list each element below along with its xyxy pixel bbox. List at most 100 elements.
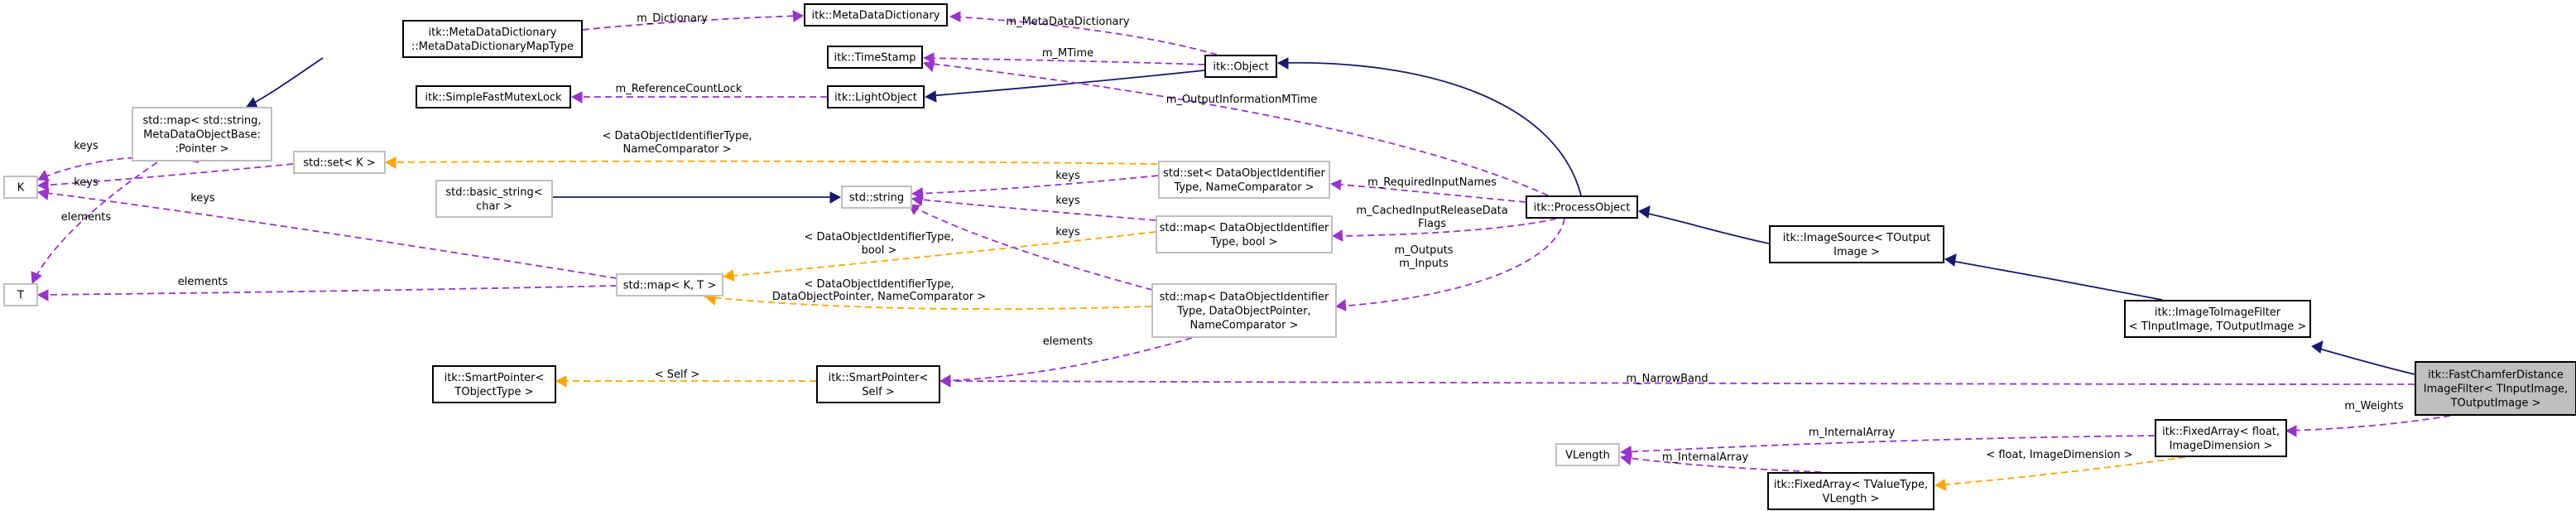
class-name-line: std::set< K > (303, 157, 375, 170)
class-node-fixedtv[interactable]: itk::FixedArray< TValueType,VLength > (1767, 472, 1934, 510)
edge-line (1337, 218, 1565, 307)
edge-K-setK: keys (36, 163, 294, 191)
class-box (804, 3, 948, 27)
class-node-mapdoibool[interactable]: std::map< DataObjectIdentifierType, bool… (1156, 215, 1333, 253)
class-node-setk[interactable]: std::set< K > (293, 151, 386, 174)
edge-line (387, 160, 1158, 165)
class-node-imgsrc[interactable]: itk::ImageSource< TOutputImage > (1769, 225, 1944, 263)
class-name-line: TObjectType > (454, 386, 533, 398)
class-box (3, 283, 38, 306)
edge-arrowhead (1638, 205, 1651, 219)
class-box (2155, 419, 2287, 457)
class-node-basicstring[interactable]: std::basic_string<char > (435, 180, 553, 218)
edge-str-mapptr: keys (908, 204, 1153, 291)
class-node-setdoi[interactable]: std::set< DataObjectIdentifierType, Name… (1158, 161, 1330, 199)
class-node-k[interactable]: K (3, 176, 38, 199)
edge-procobj-imgsrc (1638, 205, 1770, 244)
class-name-line: T (17, 290, 24, 302)
edge-mutex-lightobj: m_ReferenceCountLock (570, 83, 827, 104)
edges-layer: m_MetaDataDictionarym_Dictionarym_MTimem… (31, 10, 2451, 491)
edge-line (703, 296, 1152, 311)
edge-line (1640, 211, 1770, 244)
edge-fixedfloat-focus: m_Weights (2285, 400, 2451, 437)
edge-label: < DataObjectIdentifierType, (805, 278, 954, 291)
class-node-mapkt[interactable]: std::map< K, T > (616, 273, 723, 296)
edge-label: keys (74, 140, 99, 152)
class-node-smartptrself[interactable]: itk::SmartPointer<Self > (816, 365, 940, 403)
class-node-vlength[interactable]: VLength (1555, 443, 1620, 466)
edge-T-mapKT: elements (36, 276, 618, 301)
class-box (827, 46, 923, 69)
class-name-line: itk::TimeStamp (834, 52, 916, 65)
edge-label: m_CachedInputReleaseData (1356, 205, 1507, 217)
edge-arrowhead (31, 271, 42, 284)
class-node-img2img[interactable]: itk::ImageToImageFilter< TInputImage, TO… (2124, 300, 2311, 338)
class-box (416, 85, 571, 108)
class-name-line: itk::ImageSource< TOutput (1783, 232, 1930, 244)
edge-line (724, 231, 1156, 277)
class-node-smartptrt[interactable]: itk::SmartPointer<TObjectType > (432, 365, 556, 403)
class-box (2124, 300, 2311, 338)
class-box (1156, 215, 1333, 253)
class-box (616, 273, 723, 296)
class-name-line: < TInputImage, TOutputImage > (2129, 321, 2306, 333)
edge-fixedTV-fixedfloat: < float, ImageDimension > (1934, 449, 2186, 491)
class-box (1151, 283, 1337, 338)
class-box (816, 365, 940, 403)
class-node-stdmap_mdo[interactable]: std::map< std::string,MetaDataObjectBase… (132, 107, 272, 161)
class-node-mddmap[interactable]: itk::MetaDataDictionary::MetaDataDiction… (402, 20, 583, 58)
edge-line (1936, 456, 2186, 486)
class-box (827, 85, 925, 108)
class-node-t[interactable]: T (3, 283, 38, 306)
edge-arrowhead (911, 194, 924, 206)
edge-arrowhead (939, 375, 951, 388)
class-name-line: std::basic_string< (445, 186, 542, 199)
edge-arrowhead (555, 375, 567, 388)
edge-line (248, 57, 324, 107)
edge-arrowhead (36, 289, 49, 301)
class-node-mdd[interactable]: itk::MetaDataDictionary (804, 3, 948, 27)
edge-label: m_Weights (2344, 400, 2403, 412)
edge-setK-setDOI: < DataObjectIdentifierType,NameComparato… (384, 130, 1158, 169)
class-node-stdstring[interactable]: std::string (841, 186, 912, 209)
edge-line (913, 198, 1156, 221)
class-node-fixedfloat[interactable]: itk::FixedArray< float,ImageDimension > (2155, 419, 2287, 457)
class-node-timestamp[interactable]: itk::TimeStamp (827, 46, 923, 69)
class-name-line: itk::LightObject (834, 92, 917, 104)
edge-smartSelf-mapptr: elements (939, 335, 1193, 387)
edge-line (2313, 346, 2415, 375)
edge-label: m_InternalArray (1809, 427, 1896, 439)
edge-arrowhead (36, 179, 49, 191)
class-box (1204, 55, 1277, 78)
edge-label: m_NarrowBand (1627, 373, 1709, 385)
class-name-line: std::map< DataObjectIdentifier (1160, 292, 1329, 304)
edge-setDOI-procobj: m_RequiredInputNames (1329, 176, 1526, 203)
edge-line (2287, 415, 2451, 431)
edge-label: keys (1055, 195, 1080, 207)
class-box (1767, 472, 1934, 510)
edge-arrowhead (36, 188, 50, 200)
class-name-line: itk::MetaDataDictionary (429, 27, 557, 39)
class-name-line: char > (476, 200, 512, 213)
edge-arrowhead (722, 269, 735, 282)
edge-line (39, 285, 618, 296)
edge-line (926, 70, 1205, 97)
edge-img2img-focus (2311, 340, 2415, 375)
edge-label: m_MTime (1042, 47, 1093, 60)
edge-smartSelf-focus: m_NarrowBand (939, 373, 2415, 388)
edge-label: m_Inputs (1399, 258, 1449, 270)
class-node-lightobj[interactable]: itk::LightObject (827, 85, 925, 108)
edge-timestamp-object: m_MTime (922, 47, 1205, 65)
class-node-procobj[interactable]: itk::ProcessObject (1526, 195, 1638, 219)
edge-arrowhead (1276, 57, 1289, 70)
edge-label: < float, ImageDimension > (1986, 449, 2132, 461)
class-node-mutexlock[interactable]: itk::SimpleFastMutexLock (416, 85, 571, 108)
edge-mapKT-mapbool: < DataObjectIdentifierType,bool > (722, 231, 1156, 282)
edge-label: DataObjectPointer, NameComparator > (772, 291, 986, 303)
class-node-mapdoiptr[interactable]: std::map< DataObjectIdentifierType, Data… (1151, 283, 1337, 338)
class-node-object[interactable]: itk::Object (1204, 55, 1277, 78)
edge-arrowhead (922, 52, 935, 64)
